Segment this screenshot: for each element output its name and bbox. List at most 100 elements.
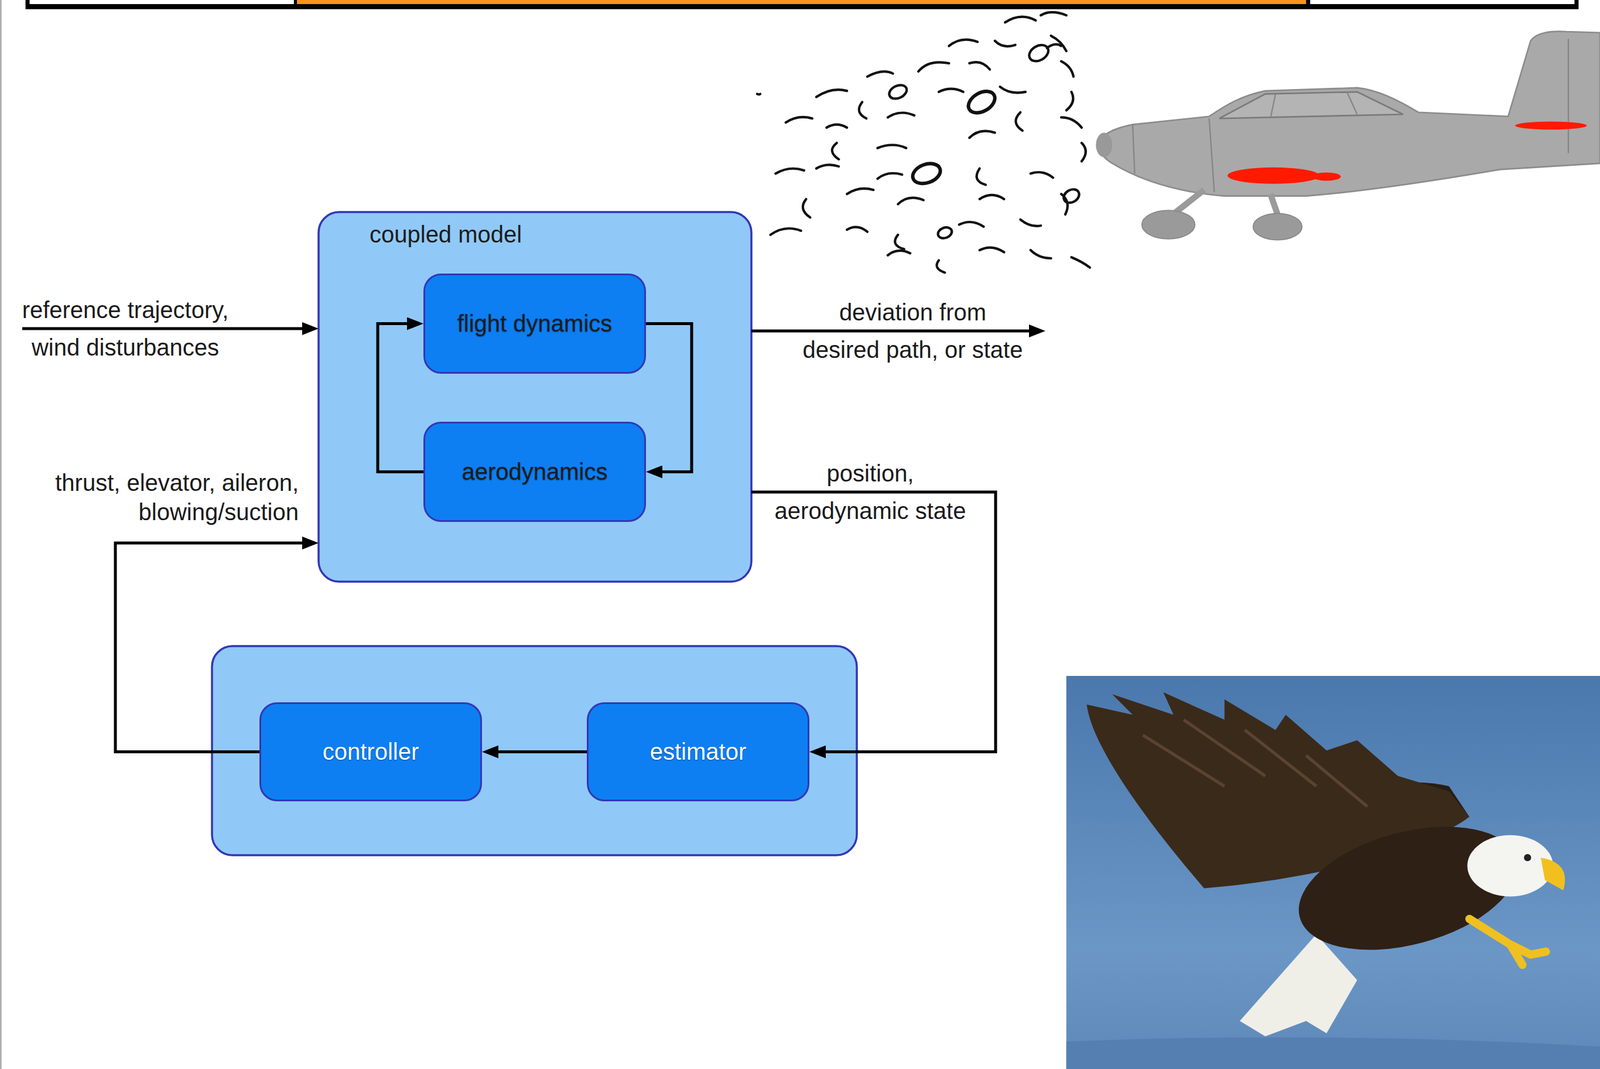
turbulence-squiggles-part [918, 62, 949, 72]
eagle-photo-part [1066, 675, 1600, 1069]
turbulence-squiggles-part [816, 89, 847, 97]
turbulence-squiggles-part [785, 117, 813, 123]
group-shape [318, 212, 752, 582]
turbulence-squiggles-part [948, 39, 978, 47]
turbulence-squiggles-part [1061, 61, 1074, 77]
turbulence-squiggles-part [897, 197, 924, 205]
turbulence-squiggles-part [910, 159, 944, 187]
turbulence-squiggles-part [757, 92, 761, 96]
airplane [1095, 31, 1600, 241]
top-bar-part [296, 0, 1307, 5]
label-holder: thrust, elevator, aileron, blowing/sucti… [40, 467, 299, 527]
process-box: flight dynamics [423, 273, 646, 374]
turbulence-squiggles-part [936, 225, 954, 241]
airplane-part [1099, 31, 1600, 197]
process-box: aerodynamics [423, 421, 646, 522]
turbulence-squiggles-part [859, 101, 867, 119]
eagle-photo [1066, 675, 1600, 1069]
page-border [0, 0, 2, 1069]
eagle-photo-part [1142, 719, 1367, 807]
turbulence-squiggles-part [832, 142, 839, 160]
turbulence-squiggles-part [959, 221, 984, 227]
label-holder: reference trajectory, wind disturbances [8, 291, 243, 367]
turbulence-squiggles-part [775, 168, 805, 174]
turbulence-squiggles-part [846, 227, 868, 232]
signal-label: deviation from desired path, or state [800, 293, 1026, 369]
turbulence-squiggles-part [816, 164, 839, 169]
model-group: coupled model flight dynamics aerodynamics [318, 212, 752, 582]
box-label: aerodynamics [461, 458, 608, 485]
turbulence-squiggles-part [877, 173, 902, 179]
turbulence-squiggles-part [887, 82, 909, 102]
turbulence-squiggles-part [976, 168, 987, 186]
connector [377, 323, 424, 473]
airplane-part [1219, 91, 1404, 119]
label-holder: position, aerodynamic state [764, 454, 976, 530]
turbulence-squiggles-part [894, 234, 905, 249]
turbulence-squiggles-part [1000, 86, 1027, 93]
turbulence-squiggles-part [1026, 41, 1052, 65]
turbulence-squiggles-part [867, 71, 894, 77]
output-arrow [751, 329, 1039, 333]
box-label: controller [322, 738, 420, 765]
turbulence-squiggles-part [846, 188, 874, 194]
airplane-part [1253, 213, 1303, 240]
turbulence-squiggles [757, 12, 1090, 273]
edge-label: thrust, elevator, aileron, blowing/sucti… [40, 467, 299, 527]
turbulence-squiggles-part [1061, 117, 1082, 128]
group-heading: coupled model [369, 221, 522, 248]
eagle-photo-part [1469, 918, 1547, 965]
connector [489, 750, 587, 754]
airplane-part [1515, 121, 1587, 130]
turbulence-squiggles-part [995, 40, 1016, 47]
turbulence-squiggles-part [1071, 257, 1090, 268]
top-bar [25, 0, 1579, 10]
eagle-photo-part [1540, 857, 1565, 891]
signal-label: reference trajectory, wind disturbances [8, 291, 243, 367]
eagle-photo-part [1523, 853, 1531, 861]
box-label: estimator [650, 738, 747, 765]
eagle-photo-part [1239, 934, 1357, 1037]
estimator-controller-panel [212, 645, 857, 856]
turbulence-squiggles-part [1051, 35, 1067, 51]
process-box: estimator [586, 702, 810, 802]
turbulence-squiggles-part [887, 112, 915, 118]
turbulence-squiggles-part [1030, 172, 1054, 178]
turbulence-squiggles-part [1047, 44, 1062, 49]
turbulence-squiggles-part [1004, 16, 1036, 23]
airplane-part [1132, 38, 1569, 192]
turbulence-squiggles-part [979, 247, 1005, 253]
airplane-part [1227, 167, 1320, 184]
top-bar-part [25, 0, 1579, 10]
turbulence-squiggles-part [964, 87, 999, 118]
eagle-photo-part [1467, 835, 1553, 897]
box-label: flight dynamics [457, 310, 613, 337]
turbulence-squiggles-part [1066, 91, 1074, 111]
input-arrow [22, 327, 312, 331]
eagle-photo-part [1066, 1037, 1600, 1069]
turbulence-squiggles-part [802, 199, 811, 218]
turbulence-squiggles-part [936, 260, 945, 273]
turbulence-squiggles-part [979, 195, 1005, 200]
turbulence-squiggles-part [826, 124, 847, 128]
turbulence-squiggles-part [969, 131, 996, 139]
turbulence-squiggles-part [969, 62, 990, 70]
turbulence-squiggles-part [1015, 112, 1022, 131]
edge-label: position, aerodynamic state [764, 454, 976, 530]
airplane-part [1142, 210, 1196, 239]
process-box: controller [259, 702, 482, 802]
turbulence-squiggles-part [877, 145, 907, 149]
airplane-part [1312, 172, 1342, 181]
connector [645, 323, 692, 473]
turbulence-squiggles-part [1030, 250, 1052, 259]
turbulence-squiggles-part [770, 228, 801, 235]
turbulence-squiggles-part [887, 250, 911, 256]
turbulence-squiggles-part [1081, 142, 1086, 162]
turbulence-squiggles-part [1040, 12, 1067, 16]
top-bar-part [1310, 0, 1575, 5]
airplane-part [1175, 189, 1278, 215]
airplane-part [1095, 132, 1113, 158]
label-holder: deviation from desired path, or state [800, 293, 1026, 369]
